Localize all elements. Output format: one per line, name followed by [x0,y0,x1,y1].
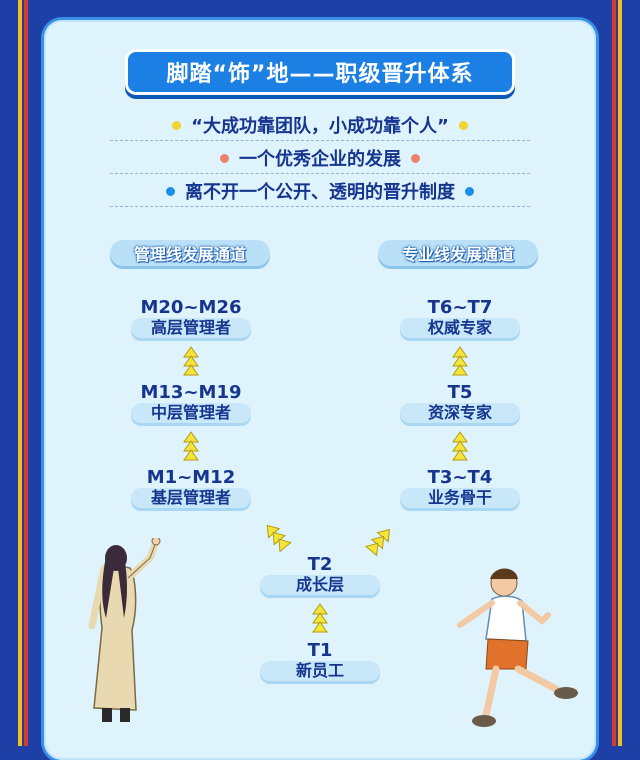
red-dot-icon [411,153,420,163]
level-node-t3-t4: T3~T4 业务骨干 [400,468,520,508]
blue-dot-icon [465,186,474,196]
level-node-t5: T5 资深专家 [400,383,520,423]
professional-channel-label: 专业线发展通道 [378,240,538,266]
frame-stripe-red-left [24,0,28,746]
slogan-text: 一个优秀企业的发展 [239,149,401,170]
frame-stripe-yellow-right [618,0,622,746]
level-code: M13~M19 [140,382,242,403]
frame-stripe-red-right [612,0,616,746]
level-code: T6~T7 [427,297,493,318]
yellow-dot-icon [458,120,468,130]
boy-figure-illustration [457,568,578,727]
level-name: 基层管理者 [131,488,251,508]
level-code: T1 [307,640,333,661]
level-name: 资深专家 [400,403,520,423]
level-name: 业务骨干 [400,488,520,508]
level-node-m20-m26: M20~M26 高层管理者 [131,298,251,338]
level-name: 中层管理者 [131,403,251,423]
level-node-t2: T2 成长层 [260,555,380,595]
management-channel-label: 管理线发展通道 [110,240,270,266]
level-code: T2 [307,554,333,575]
level-name: 新员工 [260,661,380,681]
yellow-dot-icon [172,120,182,130]
woman-figure-illustration [88,538,161,722]
slogan-text: 离不开一个公开、透明的晋升制度 [185,182,455,203]
slogan-line-2: 一个优秀企业的发展 [110,143,530,174]
frame-stripe-yellow-left [18,0,22,746]
level-node-t6-t7: T6~T7 权威专家 [400,298,520,338]
slogan-text: “大成功靠团队，小成功靠个人” [191,116,449,137]
level-code: T5 [447,382,473,403]
page-title: 脚踏“饰”地——职级晋升体系 [128,52,512,92]
level-node-m13-m19: M13~M19 中层管理者 [131,383,251,423]
level-code: M1~M12 [146,467,236,488]
level-code: M20~M26 [140,297,242,318]
red-dot-icon [220,153,229,163]
level-name: 成长层 [260,575,380,595]
level-code: T3~T4 [427,467,493,488]
slogan-line-3: 离不开一个公开、透明的晋升制度 [110,176,530,207]
level-node-t1: T1 新员工 [260,641,380,681]
blue-dot-icon [166,186,175,196]
level-name: 权威专家 [400,318,520,338]
level-name: 高层管理者 [131,318,251,338]
slogan-line-1: “大成功靠团队，小成功靠个人” [110,110,530,141]
level-node-m1-m12: M1~M12 基层管理者 [131,468,251,508]
